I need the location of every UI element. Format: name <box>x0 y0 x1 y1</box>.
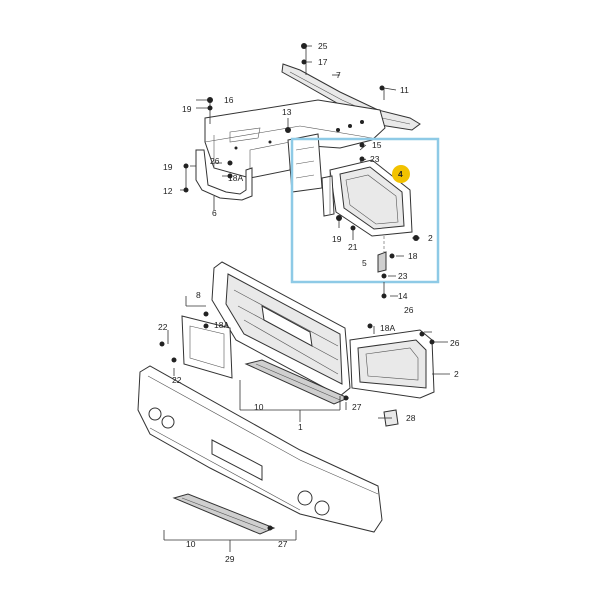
callout-18a-a: 18A <box>228 173 243 183</box>
highlight-marker <box>392 165 410 183</box>
callout-7: 7 <box>336 70 341 80</box>
callout-13: 13 <box>282 107 292 117</box>
callout-26-b: 26 <box>404 305 414 315</box>
highlight-box <box>290 137 440 284</box>
callout-18a-c: 18A <box>380 323 395 333</box>
callout-22-b: 22 <box>172 375 182 385</box>
headlamp-housing-4 <box>321 159 413 237</box>
handle-6 <box>195 149 253 201</box>
callout-17: 17 <box>318 57 328 67</box>
callout-10-a: 10 <box>254 402 264 412</box>
callout-2-b: 2 <box>454 369 459 379</box>
callout-23-b: 23 <box>398 271 408 281</box>
callout-25: 25 <box>318 41 328 51</box>
callout-19-b: 19 <box>163 162 173 172</box>
callout-labels: 25 17 7 11 16 19 13 15 23 26 19 18A 12 6… <box>158 41 460 564</box>
callout-27-b: 27 <box>278 539 288 549</box>
callout-29: 29 <box>225 554 235 564</box>
callout-26-c: 26 <box>450 338 460 348</box>
callout-26-a: 26 <box>210 156 220 166</box>
grille-1 <box>211 261 351 397</box>
callout-10-b: 10 <box>186 539 196 549</box>
callout-15: 15 <box>372 140 382 150</box>
callout-18: 18 <box>408 251 418 261</box>
callout-14: 14 <box>398 291 408 301</box>
callout-5: 5 <box>362 258 367 268</box>
callout-1: 1 <box>298 422 303 432</box>
callout-18a-b: 18A <box>214 320 229 330</box>
headlamp-2 <box>349 329 435 399</box>
bumper-29 <box>137 365 383 533</box>
callout-28: 28 <box>406 413 416 423</box>
callout-27-a: 27 <box>352 402 362 412</box>
callout-16: 16 <box>224 95 234 105</box>
callout-8: 8 <box>196 290 201 300</box>
callout-22-a: 22 <box>158 322 168 332</box>
bracket-5 <box>377 236 387 273</box>
callout-12: 12 <box>163 186 173 196</box>
callout-19-a: 19 <box>182 104 192 114</box>
callout-6: 6 <box>212 208 217 218</box>
callout-21: 21 <box>348 242 358 252</box>
callout-11: 11 <box>400 85 409 95</box>
callout-2-a: 2 <box>428 233 433 243</box>
callout-19-c: 19 <box>332 234 342 244</box>
callout-4: 4 <box>398 169 403 179</box>
leader-lines <box>163 44 450 552</box>
step-plate-lower <box>172 493 276 535</box>
callout-23-a: 23 <box>370 154 380 164</box>
fasteners <box>159 43 435 531</box>
plate-bracket-8 <box>181 315 233 379</box>
